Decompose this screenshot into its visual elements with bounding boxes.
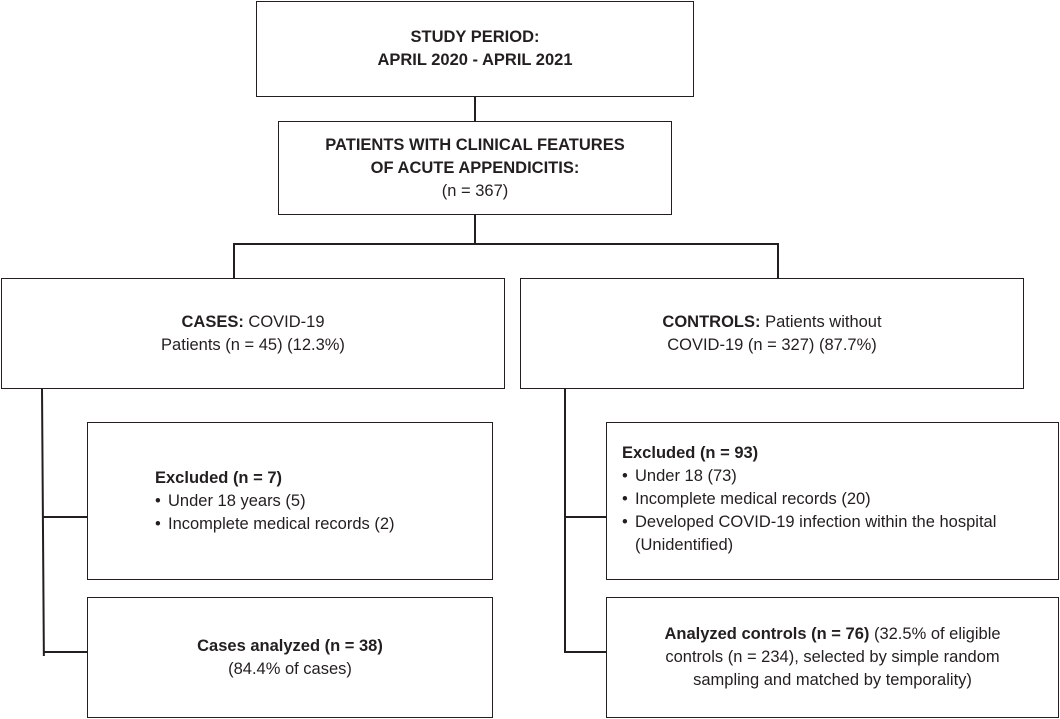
controls-excluded-title: Excluded (n = 93) (622, 443, 759, 462)
connector-cases-to-excluded (42, 516, 88, 518)
cases-excluded-item-text: Under 18 years (5) (168, 491, 306, 510)
cases-excluded-item: • Incomplete medical records (2) (155, 513, 395, 536)
connector-split-to-cases (233, 243, 235, 279)
controls-analyzed-line3: sampling and matched by temporality) (693, 671, 972, 689)
connector-controls-to-excluded (564, 516, 608, 518)
cases-analyzed-title: Cases analyzed (n = 38) (197, 636, 383, 655)
cases-excluded-item: • Under 18 years (5) (155, 490, 306, 513)
cases-excluded-item-text: Incomplete medical records (2) (168, 514, 395, 533)
bullet-icon: • (155, 514, 161, 533)
connector-split-horizontal (233, 243, 779, 245)
cases-line1: CASES: COVID-19 (181, 311, 324, 334)
controls-excluded-item-cont-text: (Unidentified) (635, 535, 734, 554)
controls-analyzed-box: Analyzed controls (n = 76) (32.5% of eli… (606, 597, 1059, 718)
bullet-icon: • (622, 512, 628, 531)
connector-split-to-controls (777, 243, 779, 279)
cases-excluded-box: Excluded (n = 7) • Under 18 years (5) • In… (87, 422, 493, 580)
controls-excluded-item: • Incomplete medical records (20) (622, 488, 871, 511)
cases-analyzed-percent: (84.4% of cases) (228, 659, 352, 678)
patients-box: PATIENTS WITH CLINICAL FEATURES OF ACUTE… (278, 121, 672, 215)
controls-line2: COVID-19 (n = 327) (87.7%) (667, 335, 877, 354)
connector-study-to-patients (474, 96, 476, 122)
study-period-box: STUDY PERIOD: APRIL 2020 - APRIL 2021 (256, 1, 694, 97)
controls-analyzed-line1: Analyzed controls (n = 76) (32.5% of eli… (664, 623, 1000, 646)
connector-controls-trunk (564, 388, 566, 652)
cases-label: CASES: (181, 312, 244, 331)
patients-count: (n = 367) (441, 181, 509, 200)
controls-excluded-item-continuation: (Unidentified) (622, 534, 733, 557)
cases-excluded-title: Excluded (n = 7) (155, 468, 282, 487)
controls-analyzed-line2: controls (n = 234), selected by simple r… (665, 648, 1000, 666)
patients-title-line1: PATIENTS WITH CLINICAL FEATURES (325, 135, 625, 154)
connector-cases-to-analyzed (44, 651, 88, 653)
controls-line1: CONTROLS: Patients without (662, 311, 881, 334)
cases-line1-rest: COVID-19 (243, 312, 325, 331)
controls-excluded-item-text: Developed COVID-19 infection within the … (635, 512, 997, 531)
controls-excluded-item-text: Incomplete medical records (20) (635, 489, 871, 508)
connector-cases-trunk (41, 387, 45, 656)
cases-box: CASES: COVID-19 Patients (n = 45) (12.3%… (1, 278, 505, 389)
controls-excluded-item: • Developed COVID-19 infection within the… (622, 511, 996, 534)
study-period-label: STUDY PERIOD: (410, 28, 540, 46)
cases-line2: Patients (n = 45) (12.3%) (161, 335, 345, 354)
controls-analyzed-title: Analyzed controls (n = 76) (664, 625, 870, 643)
bullet-icon: • (622, 489, 628, 508)
bullet-icon: • (155, 491, 161, 510)
connector-controls-to-analyzed (564, 651, 608, 653)
controls-analyzed-line1-rest: (32.5% of eligible (869, 625, 1001, 643)
controls-label: CONTROLS: (662, 312, 761, 331)
controls-line1-rest: Patients without (760, 312, 882, 331)
study-period-dates: APRIL 2020 - APRIL 2021 (377, 51, 573, 69)
controls-box: CONTROLS: Patients without COVID-19 (n =… (520, 278, 1024, 389)
connector-patients-down (474, 214, 476, 244)
bullet-icon: • (622, 466, 628, 485)
controls-excluded-item-text: Under 18 (73) (635, 466, 737, 485)
cases-analyzed-box: Cases analyzed (n = 38) (84.4% of cases) (87, 597, 493, 718)
controls-excluded-box: Excluded (n = 93) • Under 18 (73) • Incomp… (606, 422, 1059, 580)
patients-title-line2: OF ACUTE APPENDICITIS: (370, 158, 580, 177)
controls-excluded-item: • Under 18 (73) (622, 465, 737, 488)
